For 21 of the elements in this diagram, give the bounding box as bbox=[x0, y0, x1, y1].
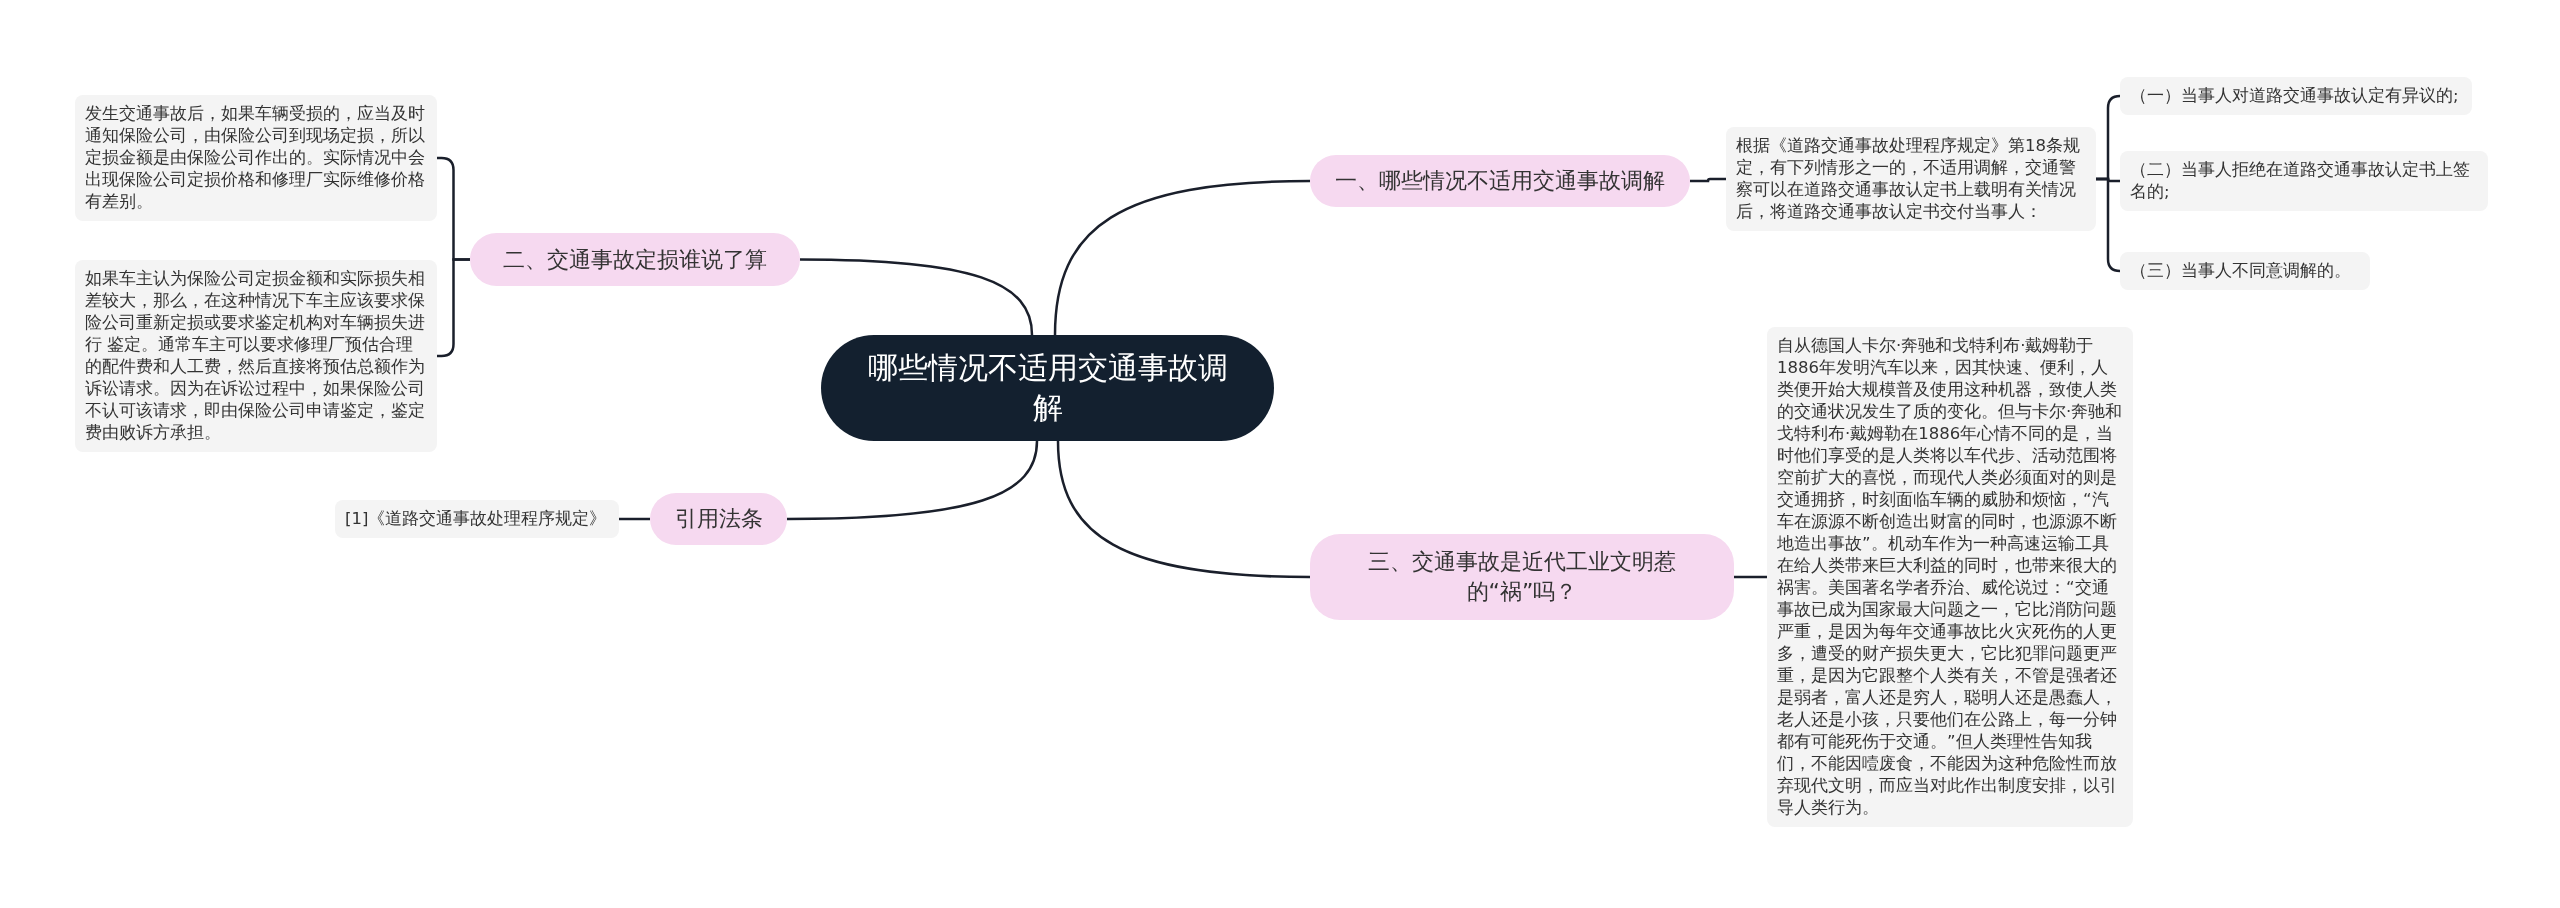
text-card: 根据《道路交通事故处理程序规定》第18条规定，有下列情形之一的，不适用调解，交通警察可以在道路交通事故认定书上载明有关情况后，将道路交通事故认定书交付当事人： bbox=[1726, 127, 2096, 231]
text-card: 自从德国人卡尔·奔驰和戈特利布·戴姆勒于1886年发明汽车以来，因其快速、便利，人类便开始大规模普及使用这种机器，致使人类的交通状况发生了质的变化。但与卡尔·奔驰和戈特利布·戴姆勒在1886年心情不同的是，当时他们享受的是人类将以车代步、活动范围将空前扩大的喜悦，而现代人类必须面对的则是交通拥挤，时刻面临车辆的威胁和烦恼，“汽车在源源不断创造出财富的同时，也源源不断地造出事故”。机动车作为一种高速运输工具在给人类带来巨大利益的同时，也带来很大的祸害。美国著名学者乔治、威伦说过：“交通事故已成为国家最大问题之一，它比消防问题严重，是因为每年交通事故比火灾死伤的人更多，遭受的财产损失更大，它比犯罪问题更严重，是因为它跟整个人类有关，不管是强者还是弱者，富人还是穷人，聪明人还是愚蠢人，老人还是小孩，只要他们在公路上，每一分钟都有可能死伤于交通。”但人类理性告知我们，不能因噎废食，不能因为这种危险性而放弃现代文明，而应当对此作出制度安排，以引导人类行为。 bbox=[1767, 327, 2133, 827]
text-card: 发生交通事故后，如果车辆受损的，应当及时通知保险公司，由保险公司到现场定损，所以定损金额是由保险公司作出的。实际情况中会出现保险公司定损价格和修理厂实际维修价格有差别。 bbox=[75, 95, 437, 221]
topic-bubble: 一、哪些情况不适用交通事故调解 bbox=[1310, 155, 1690, 207]
connector-line bbox=[787, 440, 1039, 521]
connector-line bbox=[619, 517, 650, 521]
text-card: 如果车主认为保险公司定损金额和实际损失相差较大，那么，在这种情况下车主应该要求保险公司重新定损或要求鉴定机构对车辆损失进行 鉴定。通常车主可以要求修理厂预估合理的配件费和人工费，然后直接将预估总额作为诉讼请求。因为在诉讼过程中，如果保险公司不认可该请求，即由保险公司申请鉴定，鉴定费由败诉方承担。 bbox=[75, 260, 437, 452]
connector-line bbox=[1734, 575, 1767, 579]
text-card: （二）当事人拒绝在道路交通事故认定书上签名的; bbox=[2120, 151, 2488, 211]
connector-line bbox=[1053, 179, 1311, 336]
central-topic: 哪些情况不适用交通事故调解 bbox=[821, 335, 1274, 441]
text-card: （三）当事人不同意调解的。 bbox=[2120, 252, 2370, 290]
topic-bubble: 引用法条 bbox=[650, 493, 787, 545]
connector-line bbox=[800, 258, 1034, 336]
connector-line bbox=[2096, 177, 2122, 273]
topic-bubble: 三、交通事故是近代工业文明惹的“祸”吗？ bbox=[1310, 534, 1734, 620]
topic-bubble: 二、交通事故定损谁说了算 bbox=[470, 233, 800, 286]
text-card: （一）当事人对道路交通事故认定有异议的; bbox=[2120, 77, 2472, 115]
text-card: [1]《道路交通事故处理程序规定》 bbox=[335, 500, 619, 538]
connector-line bbox=[1056, 440, 1311, 579]
connector-line bbox=[1690, 177, 1726, 183]
